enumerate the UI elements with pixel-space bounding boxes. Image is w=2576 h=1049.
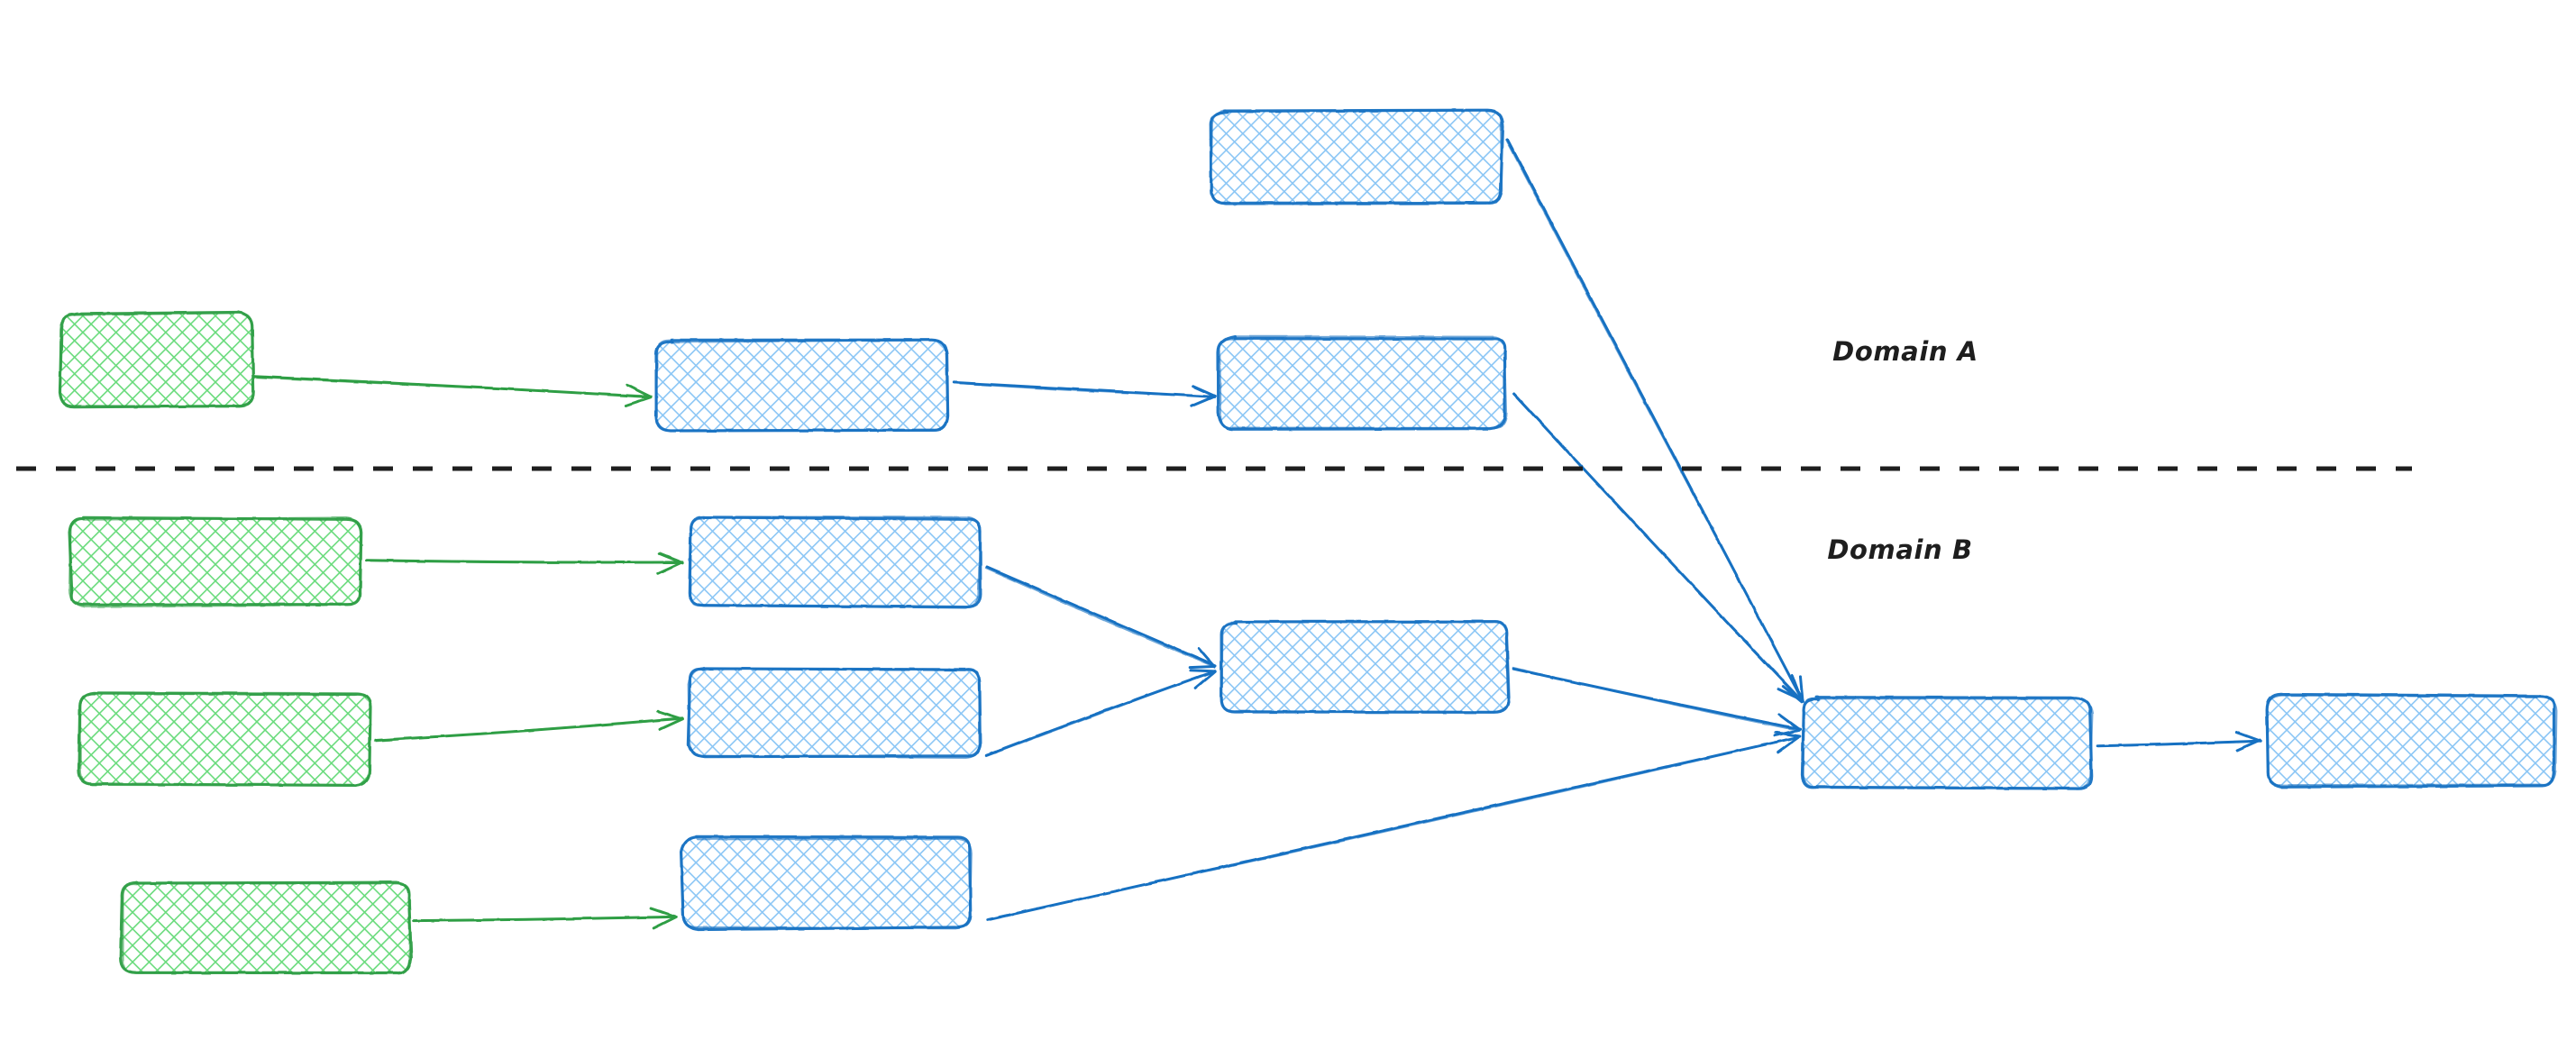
node-blue-b3[interactable] [681, 836, 972, 929]
node-blue-b1[interactable] [690, 517, 981, 608]
node-green-b2[interactable] [78, 692, 370, 785]
edge-e-blue-merge-sink[interactable] [1513, 668, 1800, 735]
edge-e-blue-b3-sink[interactable] [987, 733, 1800, 920]
edge-e-blue-a-top-sink[interactable] [1506, 140, 1804, 702]
edge-shaft [986, 569, 1214, 667]
node-fill [682, 838, 972, 929]
edge-arrowhead [658, 562, 682, 573]
edge-e-sink-final[interactable] [2097, 733, 2261, 751]
node-blue-a2[interactable] [1219, 336, 1507, 429]
node-fill [690, 518, 981, 607]
node-fill [656, 341, 946, 431]
node-fill [122, 883, 411, 974]
node-fill [1211, 111, 1502, 205]
edge-arrowhead [1190, 667, 1215, 668]
node-blue-b-sink[interactable] [1802, 698, 2092, 789]
node-blue-a1[interactable] [655, 340, 947, 431]
domain-label-domain-a: Domain A [1832, 336, 1978, 367]
node-fill [690, 668, 980, 757]
edge-e-green-b2-blue-b2[interactable] [375, 711, 683, 741]
edge-arrowhead [652, 908, 676, 917]
node-fill [79, 693, 370, 784]
edge-e-green-a1-blue-a1[interactable] [253, 377, 652, 406]
edge-arrowhead [2236, 733, 2261, 742]
node-fill [1221, 621, 1508, 712]
node-fill [61, 314, 253, 407]
domain-label-domain-b: Domain B [1827, 534, 1972, 565]
edge-arrowhead [653, 917, 676, 927]
edge-shaft [253, 378, 652, 397]
node-blue-b-merge[interactable] [1221, 621, 1510, 712]
node-fill [70, 518, 361, 607]
node-fill [1219, 338, 1506, 429]
node-blue-b2[interactable] [688, 668, 980, 758]
edge-e-green-b3-blue-b3[interactable] [414, 908, 676, 928]
edge-shaft [1513, 394, 1801, 698]
edge-shaft [987, 568, 1216, 666]
edge-e-blue-a1-blue-a2[interactable] [954, 382, 1215, 406]
node-fill [2267, 696, 2555, 786]
edge-e-blue-b2-merge[interactable] [986, 670, 1215, 756]
edge-e-blue-a2-sink[interactable] [1513, 394, 1802, 699]
node-blue-b-final[interactable] [2267, 694, 2557, 787]
domain-labels-layer: Domain A Domain B [1827, 336, 1978, 565]
edge-shaft [986, 670, 1215, 756]
edge-shaft [375, 719, 682, 742]
edge-arrowhead [658, 711, 681, 718]
nodes-layer [59, 110, 2556, 973]
node-green-b1[interactable] [69, 517, 361, 607]
node-green-b3[interactable] [121, 882, 412, 973]
edge-arrowhead [1191, 670, 1214, 671]
node-blue-a-top[interactable] [1210, 110, 1503, 205]
edge-e-green-b1-blue-b1[interactable] [367, 553, 683, 573]
edge-shaft [1506, 140, 1804, 701]
edge-e-blue-b1-merge[interactable] [986, 568, 1216, 668]
node-fill [1802, 698, 2091, 789]
edge-arrowhead [626, 397, 651, 406]
node-green-a1[interactable] [59, 313, 253, 407]
